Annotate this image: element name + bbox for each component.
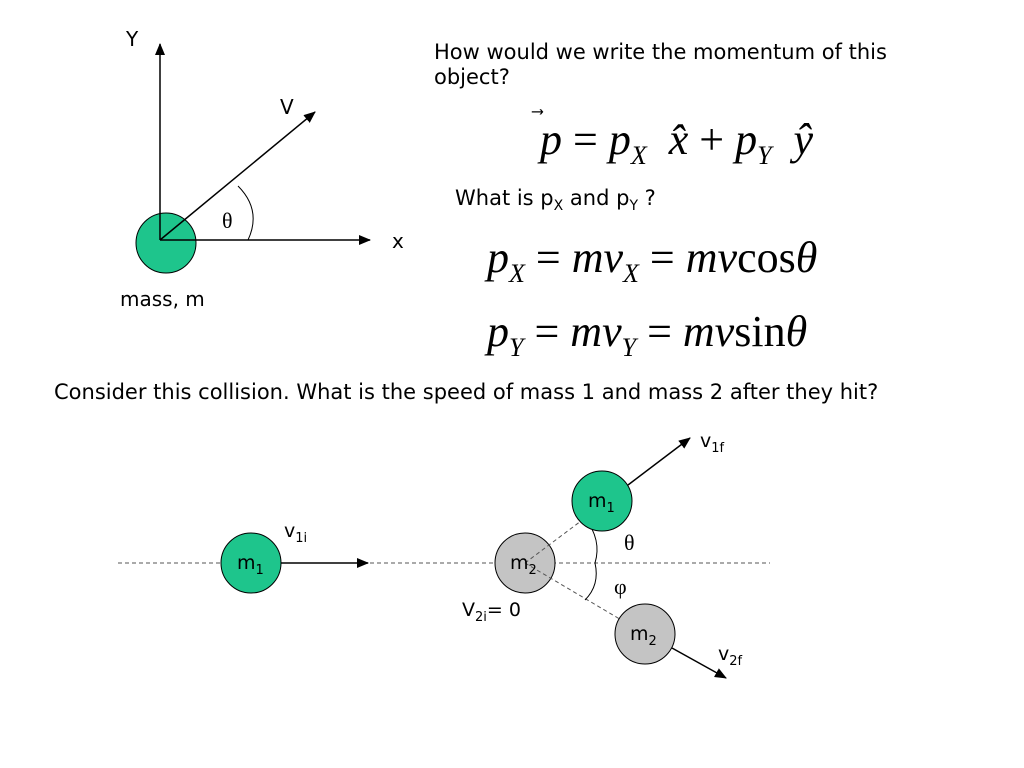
velocity-vector	[159, 111, 316, 241]
v1f-arrow	[627, 437, 691, 486]
question-momentum-line2: object?	[434, 65, 510, 90]
v2i-label: V2i= 0	[462, 599, 521, 625]
m1-final-label: m1	[588, 490, 615, 516]
v1i-label: v1i	[284, 520, 307, 546]
py-equation: pY = mvY = mvsinθ	[487, 307, 808, 362]
y-axis-label: Y	[125, 27, 139, 51]
x-axis-label: x	[392, 229, 404, 253]
m1-final-ball	[571, 470, 633, 532]
v1f-label: v1f	[700, 430, 725, 456]
momentum-vector-equation: ⃗p = pX x̂ + pY ŷ	[540, 115, 814, 170]
angle-arc	[237, 185, 254, 241]
m2-initial-label: m2	[510, 552, 537, 578]
question-components: What is pX and pY ?	[455, 186, 656, 215]
mass-ball	[135, 212, 197, 274]
v2f-arrow	[671, 647, 727, 679]
mass-label: mass, m	[120, 287, 205, 311]
question-momentum: How would we write the momentum of this …	[434, 40, 887, 90]
angle-label: θ	[222, 208, 233, 233]
velocity-label: V	[280, 95, 294, 119]
phi-label: φ	[614, 574, 627, 599]
m1-trajectory	[524, 502, 606, 564]
phi-arc	[584, 562, 597, 601]
m2-final-ball	[614, 603, 676, 665]
m2-final-label: m2	[630, 623, 657, 649]
question-momentum-line1: How would we write the momentum of this	[434, 40, 887, 64]
collision-question: Consider this collision. What is the spe…	[54, 380, 879, 404]
theta-label: θ	[624, 530, 635, 555]
p-vector: ⃗p	[540, 115, 562, 164]
px-equation: pX = mvX = mvcosθ	[487, 233, 818, 288]
v2f-label: v2f	[718, 643, 743, 669]
m1-initial-label: m1	[237, 552, 264, 578]
m2-trajectory	[524, 562, 646, 635]
